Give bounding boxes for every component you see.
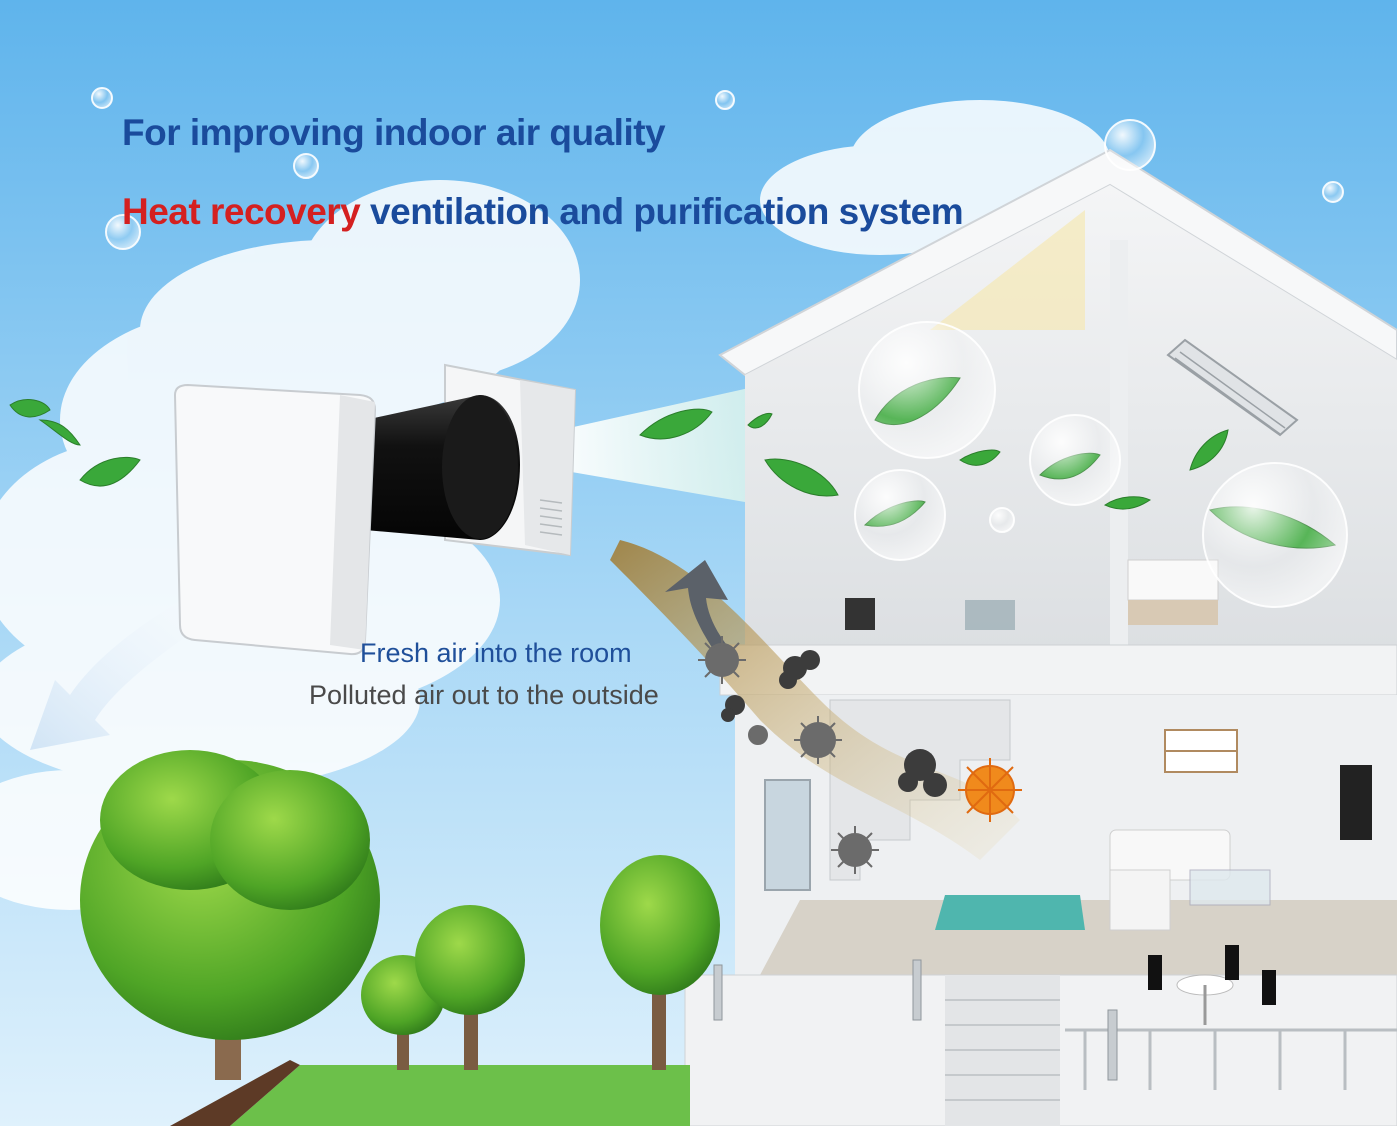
vent-grille-icon [1166,338,1299,437]
garden-lamp-icon [713,959,1118,1081]
headline-secondary: Heat recovery ventilation and purificati… [122,191,964,233]
headline-primary: For improving indoor air quality [122,112,666,153]
headline-highlight: Heat recovery [122,191,361,232]
bubble-icon [91,87,1348,608]
tree-icon [80,750,720,1080]
polluted-air-caption: Polluted air out to the outside [309,680,659,710]
fresh-air-caption: Fresh air into the room [360,638,632,668]
virus-icon [698,636,1022,874]
lawn-edge [170,1060,300,1126]
wall-ventilator-icon [173,363,577,656]
grass-lawn [230,1065,690,1126]
headline-rest: ventilation and purification system [360,191,964,232]
exhaust-arrow-icon [665,560,740,660]
